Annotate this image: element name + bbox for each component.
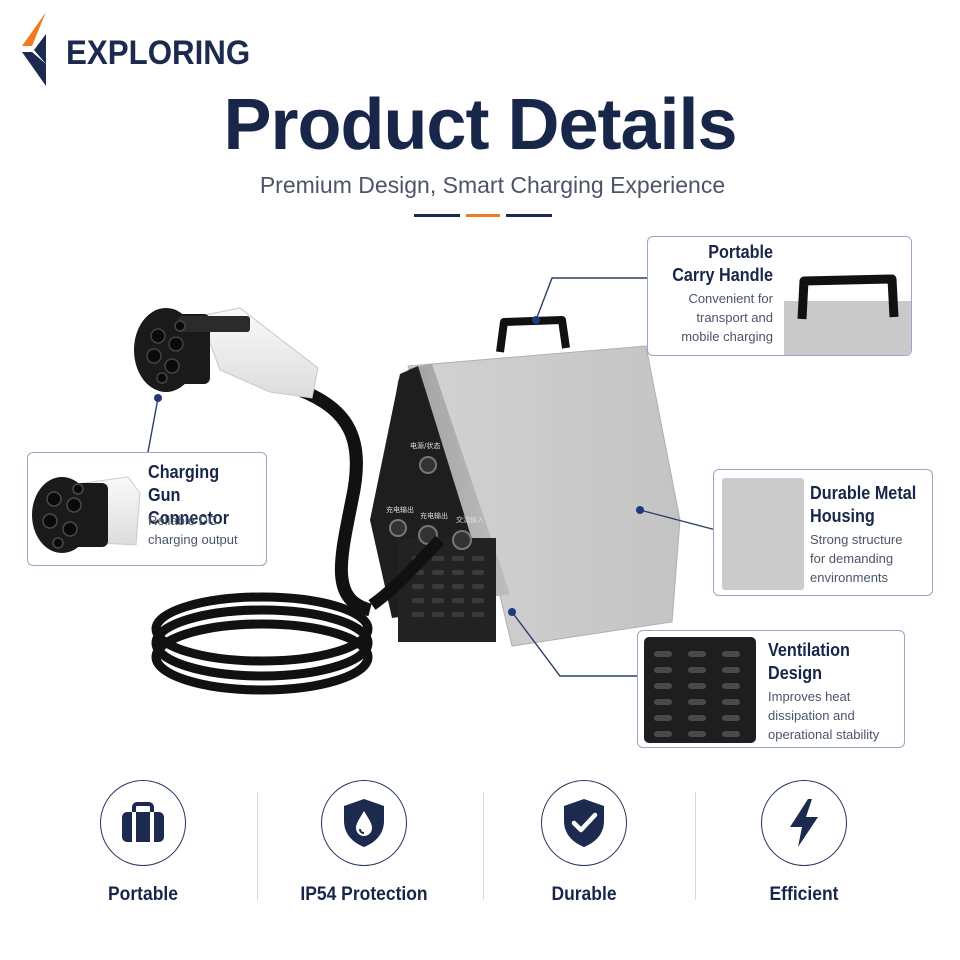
charger-box <box>368 316 681 647</box>
lightning-bolt-icon <box>790 799 818 847</box>
feature-durable: Durable <box>499 780 669 906</box>
feature-icon-circle <box>541 780 627 866</box>
charging-gun <box>134 307 319 399</box>
divider-center <box>466 214 500 217</box>
divider-right <box>506 214 552 217</box>
feature-efficient: Efficient <box>719 780 889 906</box>
callout-ventilation: Ventilation Design Improves heat dissipa… <box>637 630 905 748</box>
page-title: Product Details <box>223 85 737 165</box>
callout-desc: Convenient for transport and mobile char… <box>681 291 773 344</box>
chevron-logo-icon <box>22 12 46 86</box>
vent-detail-image <box>644 637 756 743</box>
feature-icon-circle <box>761 780 847 866</box>
feature-label: Efficient <box>769 884 839 905</box>
feature-label: IP54 Protection <box>300 884 428 905</box>
label-power-status: 电源/状态 <box>410 441 440 450</box>
housing-detail-image <box>722 478 804 590</box>
brand-name: EXPLORING <box>66 34 251 72</box>
checkmark-shield-icon <box>564 799 604 847</box>
callout-metal-housing: Durable Metal Housing Strong structure f… <box>713 469 933 596</box>
label-out1: 充电输出 <box>386 505 414 514</box>
callout-desc: Strong structure for demanding environme… <box>810 532 903 585</box>
feature-separator <box>695 792 696 900</box>
feature-icon-circle <box>321 780 407 866</box>
callout-desc: Improves heat dissipation and operationa… <box>768 689 880 742</box>
callout-title: Portable Carry Handle <box>672 242 773 285</box>
callout-title: Durable Metal Housing <box>810 483 917 526</box>
feature-ip54: IP54 Protection <box>279 780 449 906</box>
callout-charging-gun: Charging Gun Connector Reliable DC charg… <box>27 452 267 566</box>
callout-title: Charging Gun Connector <box>148 462 229 528</box>
feature-separator <box>257 792 258 900</box>
briefcase-icon <box>122 802 164 842</box>
page-subtitle: Premium Design, Smart Charging Experienc… <box>259 172 726 198</box>
divider-left <box>414 214 460 217</box>
feature-label: Portable <box>108 884 178 905</box>
callout-title: Ventilation Design <box>768 640 850 683</box>
callout-carry-handle: Portable Carry Handle Convenient for tra… <box>647 236 912 356</box>
gun-detail-image <box>32 476 141 553</box>
cable <box>297 383 373 617</box>
feature-separator <box>483 792 484 900</box>
brand: EXPLORING <box>20 12 260 92</box>
handle-detail-image <box>784 237 911 355</box>
feature-icon-circle <box>100 780 186 866</box>
callout-desc: Reliable DC charging output <box>148 513 238 547</box>
label-ac-in: 交流输入 <box>456 515 484 524</box>
feature-label: Durable <box>551 884 617 905</box>
label-out2: 充电输出 <box>420 511 448 520</box>
cable-coil <box>151 592 373 695</box>
water-drop-shield-icon <box>344 799 384 847</box>
feature-portable: Portable <box>58 780 228 906</box>
